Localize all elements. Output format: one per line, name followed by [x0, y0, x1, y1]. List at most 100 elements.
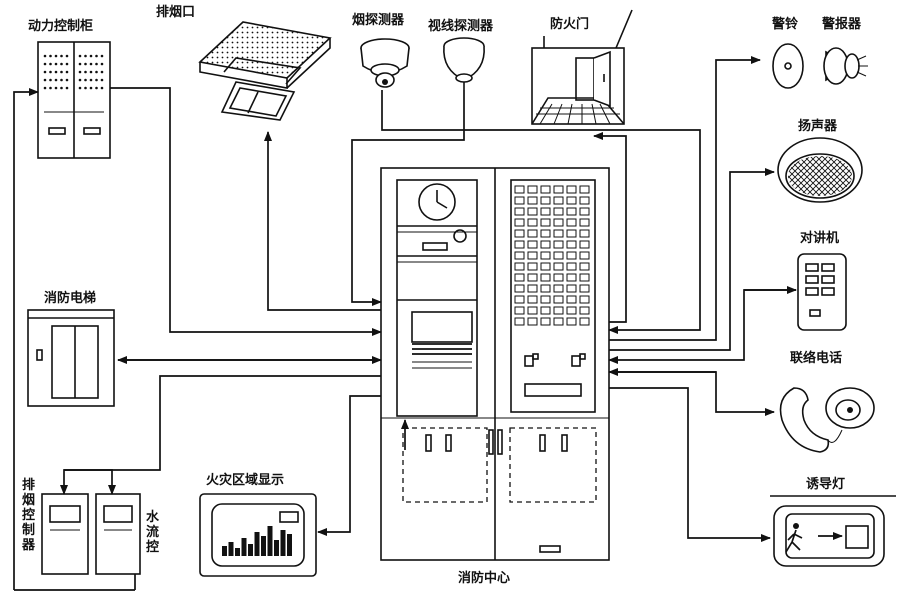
indicator-lamp [527, 229, 538, 238]
label-water-flow: 水流控 [146, 510, 160, 555]
indicator-lamp [566, 207, 577, 216]
indicator-lamp [566, 196, 577, 205]
indicator-lamp [527, 317, 538, 326]
indicator-lamp [514, 262, 525, 271]
indicator-lamp [579, 218, 590, 227]
indicator-lamp [540, 295, 551, 304]
intercom-icon [797, 253, 847, 331]
smoke-exhaust-vent-icon [198, 21, 332, 121]
indicator-lamp [527, 185, 538, 194]
indicator-lamp [566, 240, 577, 249]
indicator-lamp [514, 185, 525, 194]
indicator-lamp [527, 284, 538, 293]
indicator-lamp [553, 251, 564, 260]
indicator-lamp [579, 196, 590, 205]
indicator-lamp [553, 185, 564, 194]
indicator-lamp [540, 240, 551, 249]
indicator-lamp [514, 317, 525, 326]
indicator-lamp [514, 229, 525, 238]
label-smoke-controller: 排烟控制器 [22, 478, 36, 553]
indicator-lamp [514, 196, 525, 205]
indicator-lamp [514, 295, 525, 304]
indicator-lamp [579, 251, 590, 260]
indicator-lamp [527, 306, 538, 315]
indicator-lamp [566, 262, 577, 271]
indicator-lamp [527, 207, 538, 216]
indicator-lamp [540, 185, 551, 194]
indicator-lamp [540, 273, 551, 282]
label-exit-light: 诱导灯 [806, 477, 846, 492]
label-alarm: 警报器 [822, 17, 862, 32]
indicator-lamp [579, 207, 590, 216]
indicator-lamp [553, 295, 564, 304]
connection-lines [13, 56, 797, 591]
visual-detector-icon [443, 37, 485, 90]
indicator-lamp [553, 317, 564, 326]
smoke-detector-icon [360, 38, 410, 88]
indicator-lamp [527, 251, 538, 260]
indicator-lamp [527, 218, 538, 227]
bell-icon [772, 43, 804, 89]
indicator-lamp [540, 284, 551, 293]
smoke-controller-icon [41, 493, 89, 575]
indicator-lamp [540, 229, 551, 238]
indicator-lamp [553, 196, 564, 205]
indicator-lamp [553, 218, 564, 227]
indicator-lamp [566, 284, 577, 293]
indicator-lamp [514, 240, 525, 249]
indicator-lamp [579, 273, 590, 282]
indicator-lamp [579, 284, 590, 293]
label-power-cabinet: 动力控制柜 [28, 19, 94, 34]
indicator-lamp [553, 284, 564, 293]
telephone-icon [779, 387, 875, 453]
indicator-lamp [566, 306, 577, 315]
label-speaker: 扬声器 [798, 119, 838, 134]
indicator-lamp [579, 295, 590, 304]
indicator-lamp [514, 218, 525, 227]
indicator-lamp [514, 284, 525, 293]
indicator-lamp [540, 262, 551, 271]
indicator-lamp [527, 273, 538, 282]
indicator-lamp [514, 251, 525, 260]
indicator-lamp [553, 306, 564, 315]
fire-center-cabinet [380, 167, 610, 561]
indicator-lamp [514, 207, 525, 216]
label-fire-center: 消防中心 [458, 571, 511, 586]
fire-door-icon [531, 9, 633, 125]
indicator-lamp [579, 317, 590, 326]
label-smoke-exhaust: 排烟口 [156, 5, 196, 20]
indicator-lamp [579, 240, 590, 249]
label-smoke-detector: 烟探测器 [352, 13, 405, 28]
indicator-lamp [514, 306, 525, 315]
indicator-lamp [566, 273, 577, 282]
indicator-lamp [540, 196, 551, 205]
indicator-lamp [527, 262, 538, 271]
label-visual-detector: 视线探测器 [428, 19, 494, 34]
alarm-siren-icon [823, 47, 868, 85]
label-fire-elevator: 消防电梯 [44, 291, 97, 306]
indicator-lamp [566, 251, 577, 260]
indicator-lamp [527, 196, 538, 205]
indicator-lamp [579, 185, 590, 194]
indicator-lamp [566, 317, 577, 326]
indicator-lamp [566, 218, 577, 227]
label-bell: 警铃 [772, 17, 799, 32]
fire-zone-display-icon [199, 493, 317, 577]
indicator-lamp [540, 218, 551, 227]
indicator-lamp [579, 306, 590, 315]
indicator-lamp [553, 207, 564, 216]
indicator-lamp [527, 240, 538, 249]
indicator-lamp [540, 251, 551, 260]
indicator-lamp [527, 295, 538, 304]
power-control-cabinet-icon [37, 41, 111, 159]
label-fire-zone-display: 火灾区域显示 [206, 473, 285, 488]
label-telephone: 联络电话 [790, 351, 843, 366]
indicator-lamp [579, 229, 590, 238]
indicator-lamp [540, 207, 551, 216]
indicator-lamp [553, 229, 564, 238]
indicator-lamp [566, 295, 577, 304]
indicator-lamp [553, 262, 564, 271]
indicator-lamp [540, 306, 551, 315]
fire-elevator-icon [27, 309, 115, 407]
